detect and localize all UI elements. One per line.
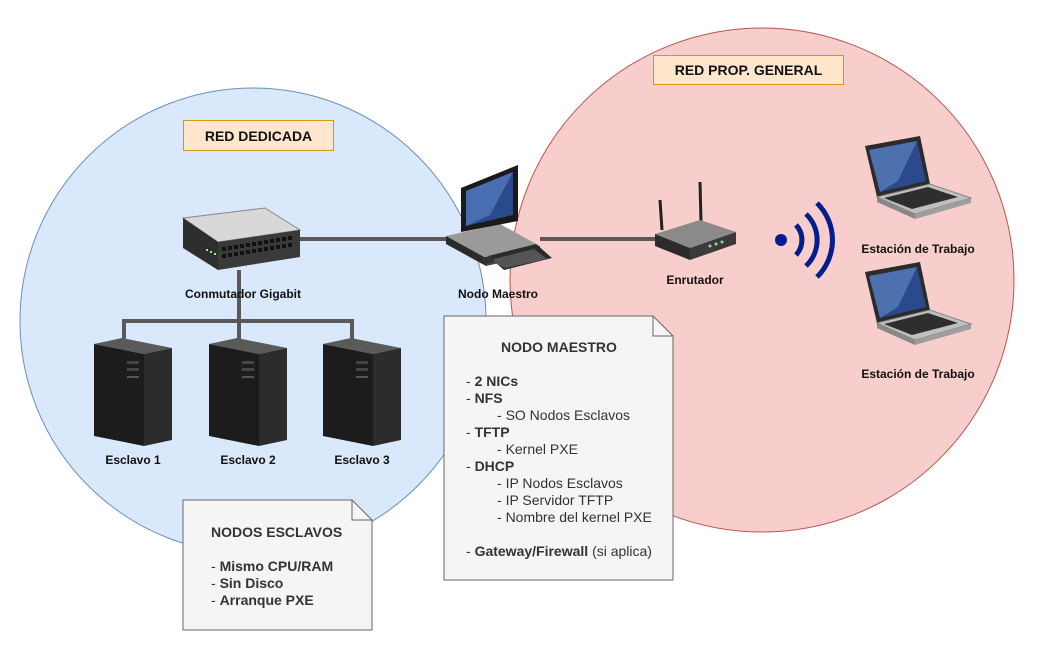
- network-links: [122, 237, 656, 342]
- slaves-note-item: - Arranque PXE: [211, 592, 314, 608]
- switch-icon[interactable]: [181, 207, 302, 270]
- slaves-note-card: [182, 499, 373, 631]
- master-label: Nodo Maestro: [457, 287, 539, 301]
- workstation-1-label: Estación de Trabajo: [861, 242, 975, 256]
- master-note-card: [443, 315, 674, 581]
- wifi-icon: [775, 201, 835, 279]
- master-note-title: NODO MAESTRO: [501, 339, 617, 355]
- master-note-subitem: - Kernel PXE: [497, 441, 578, 457]
- master-note-item: - 2 NICs: [466, 373, 519, 389]
- slave-3-server-icon[interactable]: [323, 338, 401, 446]
- router-icon[interactable]: [655, 181, 736, 260]
- slave-3-label: Esclavo 3: [334, 453, 390, 467]
- slave-1-server-icon[interactable]: [94, 338, 172, 446]
- master-note-item: - Gateway/Firewall (si aplica): [466, 543, 652, 559]
- workstation-2-label: Estación de Trabajo: [861, 367, 975, 381]
- slaves-note-title: NODOS ESCLAVOS: [211, 524, 343, 540]
- router-label: Enrutador: [666, 273, 724, 287]
- slave-1-label: Esclavo 1: [105, 453, 161, 467]
- slaves-note-item: - Sin Disco: [211, 575, 284, 591]
- slaves-note-text: NODOS ESCLAVOS - Mismo CPU/RAM - Sin Dis…: [211, 524, 361, 609]
- laptop-1-icon[interactable]: [865, 136, 973, 219]
- master-note-text: NODO MAESTRO - 2 NICs - NFS - SO Nodos E…: [466, 339, 666, 560]
- switch-label: Conmutador Gigabit: [185, 287, 301, 301]
- master-note-subitem: - IP Nodos Esclavos: [497, 475, 623, 491]
- zone-dedicated-label: RED DEDICADA: [183, 120, 334, 151]
- master-note-item: - TFTP: [466, 424, 510, 440]
- master-note-subitem: - Nombre del kernel PXE: [497, 509, 652, 525]
- laptop-2-icon[interactable]: [865, 262, 973, 345]
- slaves-note-item: - Mismo CPU/RAM: [211, 558, 334, 574]
- zone-general-label: RED PROP. GENERAL: [653, 55, 844, 85]
- slave-2-server-icon[interactable]: [209, 338, 287, 446]
- master-note-subitem: - SO Nodos Esclavos: [497, 407, 631, 423]
- master-computer-icon[interactable]: [446, 165, 552, 270]
- master-note-subitem: - IP Servidor TFTP: [497, 492, 614, 508]
- master-note-item: - NFS: [466, 390, 503, 406]
- master-note-item: - DHCP: [466, 458, 515, 474]
- slave-2-label: Esclavo 2: [220, 453, 276, 467]
